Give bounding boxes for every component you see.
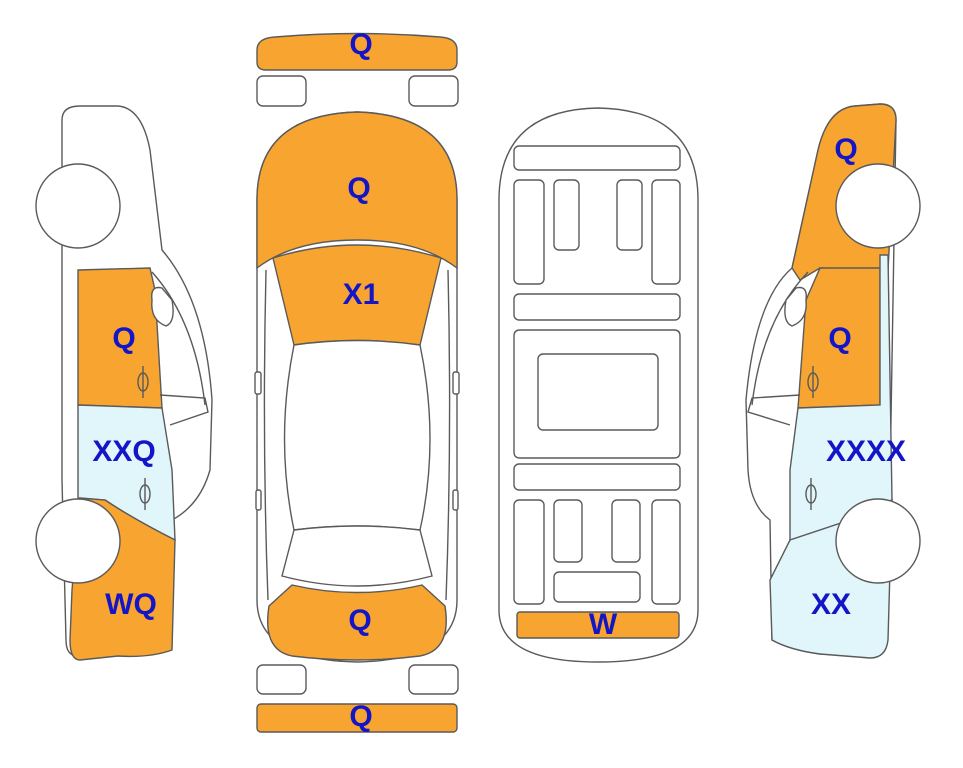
underbody-mid-crossmember [513, 293, 681, 321]
left-rear-quarter-label: WQ [105, 588, 157, 621]
underbody-rear-crossmember [513, 463, 681, 491]
left-front-wheel-icon [35, 163, 121, 249]
trunk-panel [267, 584, 447, 661]
right-front-wheel-icon [835, 163, 921, 249]
right-mirror-top-icon [452, 371, 460, 395]
underbody-center-tank [537, 353, 659, 431]
right-side-view: Q Q XXXX XX [745, 103, 921, 659]
right-rear-door-label: XXXX [826, 435, 906, 468]
rear-window-outline [281, 525, 433, 587]
left-door-handle-icon [137, 366, 149, 398]
headlight-right-icon [408, 75, 459, 107]
right-side-body-line [445, 269, 451, 601]
taillight-left-icon [256, 664, 307, 695]
underbody-view: W [498, 107, 699, 663]
underbody-front-right-inner [616, 179, 643, 251]
underbody-rear-right-inner [611, 499, 641, 563]
right-front-fender-label: Q [834, 133, 857, 166]
rear-bumper-label: Q [349, 700, 372, 733]
underbody-front-right-rail [651, 179, 681, 285]
underbody-front-left-inner [553, 179, 580, 251]
underbody-rear-left-rail [513, 499, 545, 605]
left-rear-door-label: XXQ [92, 435, 155, 468]
hood-panel [256, 111, 458, 270]
underbody-rear-label: W [589, 608, 618, 641]
left-handle-top-icon [255, 489, 262, 511]
left-front-door-label: Q [112, 322, 135, 355]
underbody-rear-right-rail [651, 499, 681, 605]
left-rear-wheel-icon [35, 498, 121, 584]
taillight-right-icon [408, 664, 459, 695]
left-side-view: Q XXQ WQ [35, 105, 213, 661]
rear-bumper-panel [256, 703, 458, 733]
right-handle-top-icon [452, 489, 459, 511]
right-side-window-line [747, 394, 801, 426]
trunk-label: Q [348, 604, 371, 637]
right-front-door-label: Q [828, 322, 851, 355]
left-side-window-line [159, 394, 209, 426]
hood-label: Q [347, 172, 370, 205]
right-rear-quarter-label: XX [811, 588, 851, 621]
left-rear-door-handle-icon [139, 478, 151, 510]
left-mirror-top-icon [254, 371, 262, 395]
right-a-pillar-line [751, 271, 809, 406]
front-bumper-label: Q [349, 28, 372, 61]
underbody-muffler [553, 571, 641, 603]
headlight-left-icon [256, 75, 307, 107]
left-a-pillar-line [151, 271, 206, 406]
underbody-front-crossmember [513, 145, 681, 171]
roof-outline [283, 339, 431, 531]
left-side-body-line [263, 269, 269, 601]
top-view: Q Q X1 Q Q [254, 28, 460, 733]
underbody-rear-left-inner [553, 499, 583, 563]
right-rear-door-handle-icon [805, 478, 817, 510]
windshield-label: X1 [343, 278, 380, 311]
right-mirror-icon [784, 286, 807, 327]
underbody-front-left-rail [513, 179, 545, 285]
left-mirror-icon [151, 286, 174, 327]
underbody-rear-panel [516, 611, 680, 639]
right-rear-wheel-icon [835, 498, 921, 584]
right-door-handle-icon [807, 366, 819, 398]
front-bumper-panel [256, 32, 458, 71]
